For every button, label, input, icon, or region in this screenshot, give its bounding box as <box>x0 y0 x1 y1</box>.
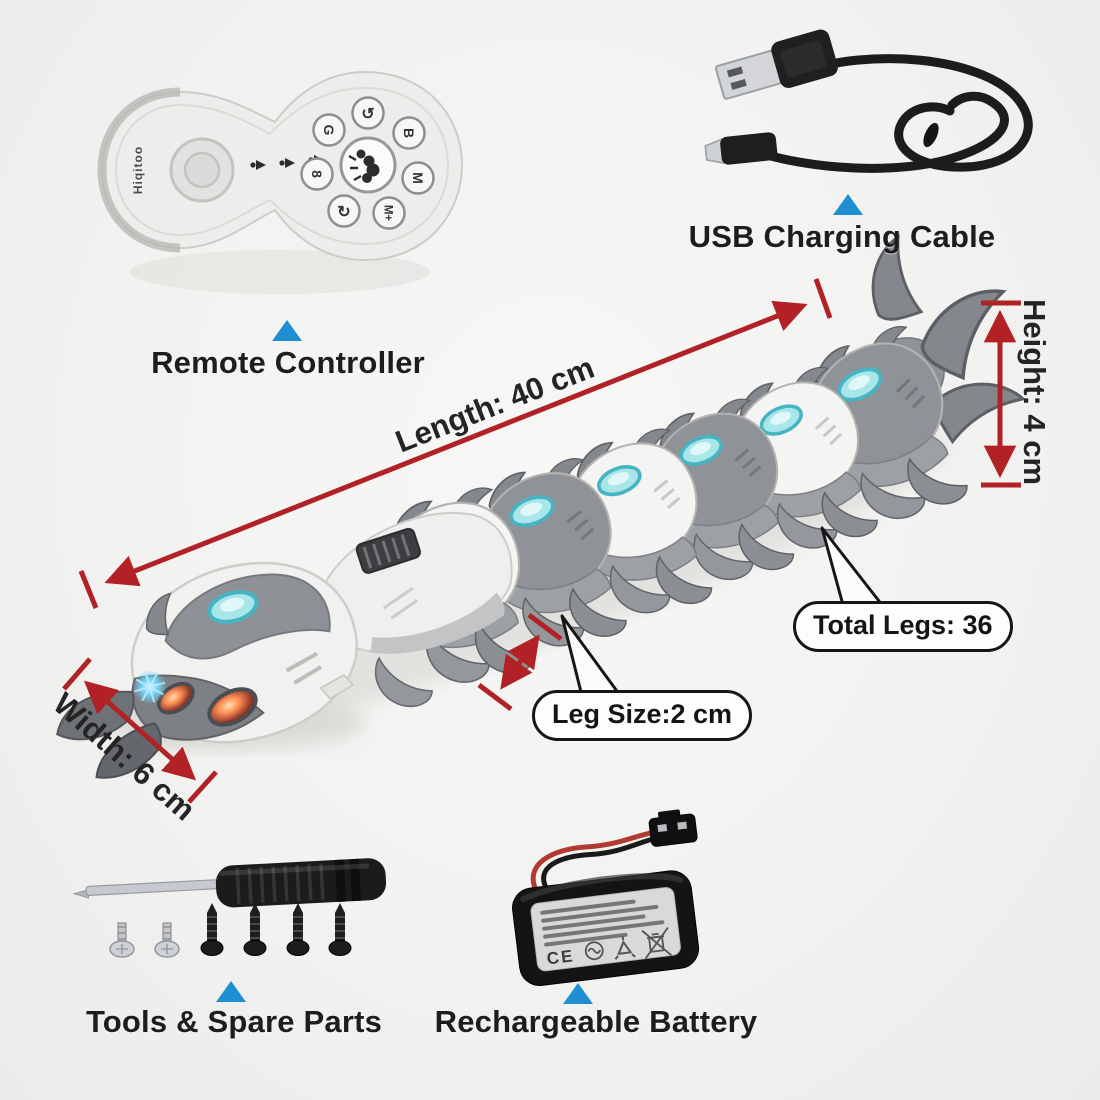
remote-button-bottom: ↻ <box>327 194 361 228</box>
svg-text:8: 8 <box>309 170 325 178</box>
remote-button-cluster: ↺ B M M+ ↻ 8 G <box>300 96 435 230</box>
pointer-triangle-usb <box>833 194 863 215</box>
tools-label: Tools & Spare Parts <box>85 1004 383 1039</box>
rohs-icon <box>584 941 604 961</box>
total-legs-bubble: Total Legs: 36 <box>793 601 1013 652</box>
black-screws <box>200 903 352 956</box>
pointer-triangle-battery <box>563 983 593 1004</box>
battery-label: CE <box>530 887 681 972</box>
pointer-triangle-remote <box>272 320 302 341</box>
usb-a-connector <box>714 29 838 100</box>
width-arrow <box>62 657 218 804</box>
svg-text:M: M <box>410 172 426 184</box>
centipede-icon <box>348 149 380 183</box>
screwdriver <box>72 858 387 908</box>
remote-button-upper-left: G <box>312 113 346 147</box>
remote-button-upper-right: B <box>392 116 426 150</box>
height-dimension-label: Height: 4 cm <box>1017 298 1052 486</box>
remote-button-lower-left: 8 <box>300 157 334 191</box>
svg-text:M+: M+ <box>382 205 394 222</box>
remote-label: Remote Controller <box>151 345 425 380</box>
remote-button-right: M <box>401 161 435 195</box>
usb-cable-wire <box>793 54 1033 172</box>
remote-controller-photo: Hiqitoo ↺ B <box>97 70 464 294</box>
micro-usb-connector <box>704 132 778 165</box>
tools-photo <box>72 858 387 958</box>
leg-size-arrow <box>477 613 563 711</box>
no-trash-icon <box>641 927 672 960</box>
leg-size-bubble: Leg Size:2 cm <box>532 690 753 741</box>
battery-photo: CE <box>512 809 700 987</box>
battery-label-text: Rechargeable Battery <box>434 1004 758 1039</box>
recycle-icon <box>614 936 636 960</box>
remote-button-top: ↺ <box>351 96 385 130</box>
svg-text:G: G <box>321 125 337 136</box>
silver-screws <box>109 922 180 958</box>
remote-joystick-ring <box>169 137 235 203</box>
svg-text:B: B <box>401 128 417 138</box>
svg-text:↻: ↻ <box>337 204 350 221</box>
svg-text:↺: ↺ <box>361 106 374 123</box>
battery-wire-black <box>541 836 656 890</box>
remote-brand-text: Hiqitoo <box>131 146 145 194</box>
length-arrow <box>78 278 833 609</box>
remote-button-lower-right: M+ <box>372 196 406 230</box>
battery-connector-plug <box>648 809 698 847</box>
battery-wire-red <box>530 830 651 893</box>
height-arrow <box>981 300 1021 488</box>
ce-mark: CE <box>546 946 576 968</box>
usb-cable-label: USB Charging Cable <box>688 219 996 254</box>
usb-cable-photo <box>704 29 1033 173</box>
robot-eye-right <box>207 687 258 727</box>
pointer-triangle-tools <box>216 981 246 1002</box>
